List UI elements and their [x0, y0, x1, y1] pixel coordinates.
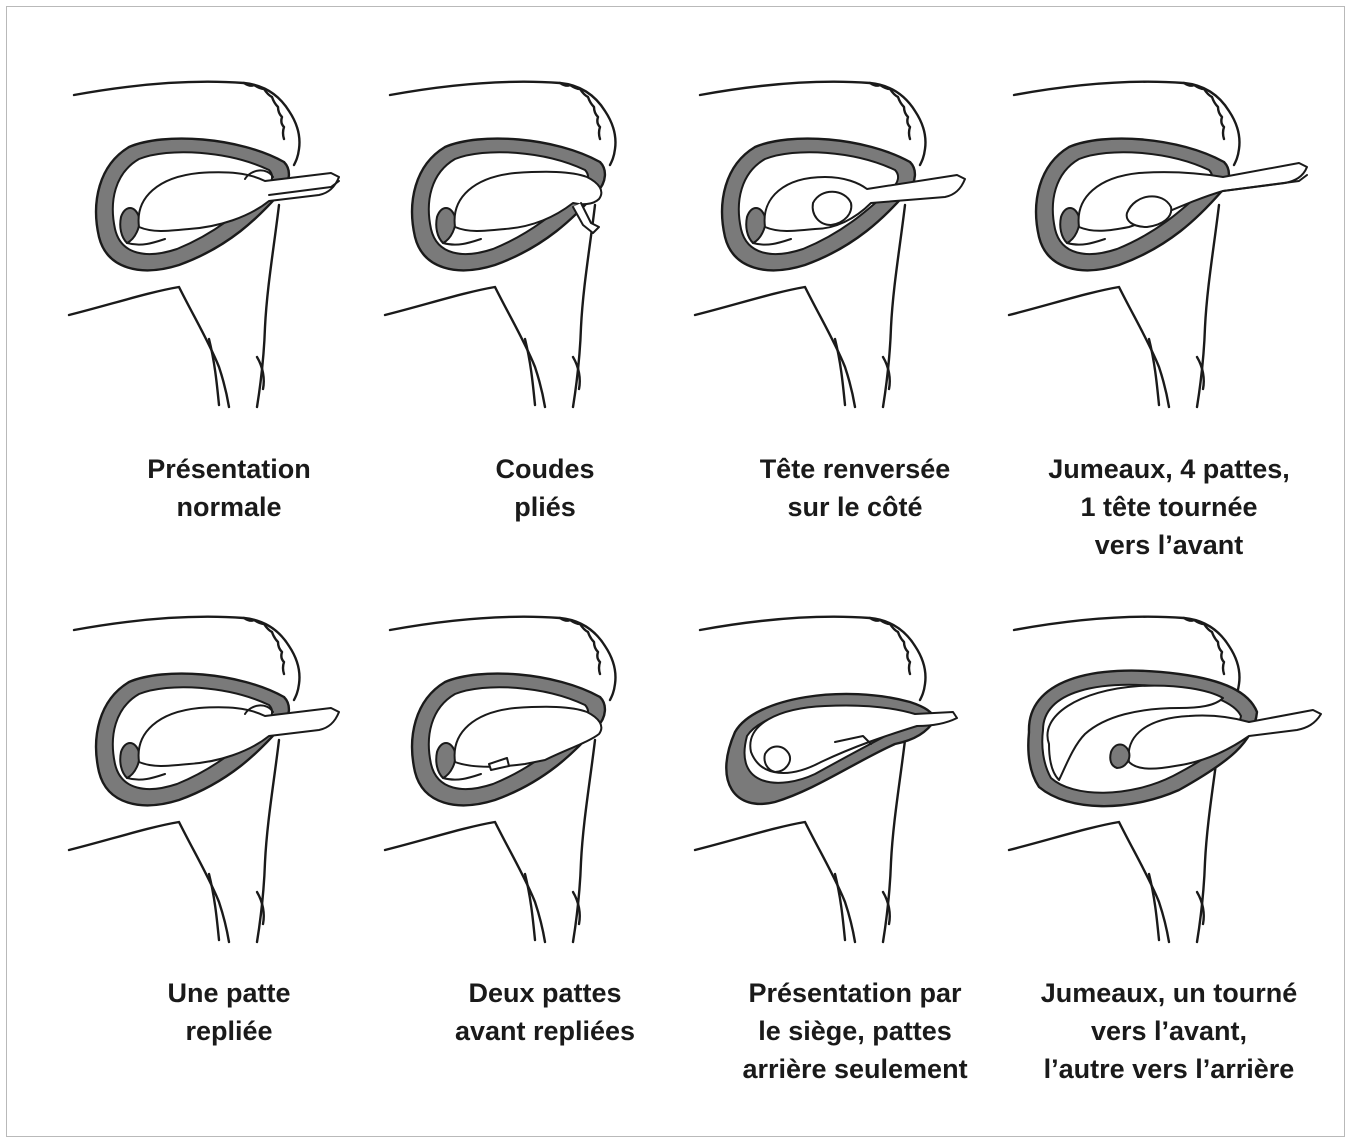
- position-illustration: [69, 77, 389, 417]
- position-illustration: [69, 612, 389, 952]
- panel-caption: Jumeaux, 4 pattes, 1 tête tournée vers l…: [979, 450, 1351, 564]
- position-illustration: [385, 612, 705, 952]
- position-illustration: [695, 77, 1015, 417]
- position-illustration: [385, 77, 705, 417]
- panel-caption: Jumeaux, un tourné vers l’avant, l’autre…: [979, 974, 1351, 1088]
- position-illustration: [1009, 612, 1329, 952]
- position-illustration: [695, 612, 1015, 952]
- figure-frame: Présentation normaleCoudes pliésTête ren…: [6, 6, 1345, 1137]
- position-illustration: [1009, 77, 1329, 417]
